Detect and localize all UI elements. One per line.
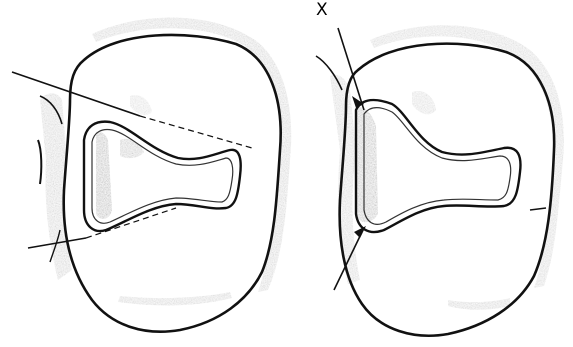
left-side-mark xyxy=(38,140,41,184)
right-cavity-outline xyxy=(356,100,520,232)
left-guide-line-upper-dash xyxy=(140,116,252,148)
left-tooth-shading xyxy=(40,17,291,305)
right-contact-mark-lower xyxy=(354,226,366,238)
right-edge-dash xyxy=(530,208,546,210)
right-tooth xyxy=(316,25,564,335)
marker-x-label: X xyxy=(316,2,328,19)
left-cavity-shading xyxy=(96,95,152,219)
left-tooth xyxy=(12,17,291,331)
left-cavity-inner xyxy=(92,130,233,224)
left-guide-line-upper xyxy=(12,72,140,116)
